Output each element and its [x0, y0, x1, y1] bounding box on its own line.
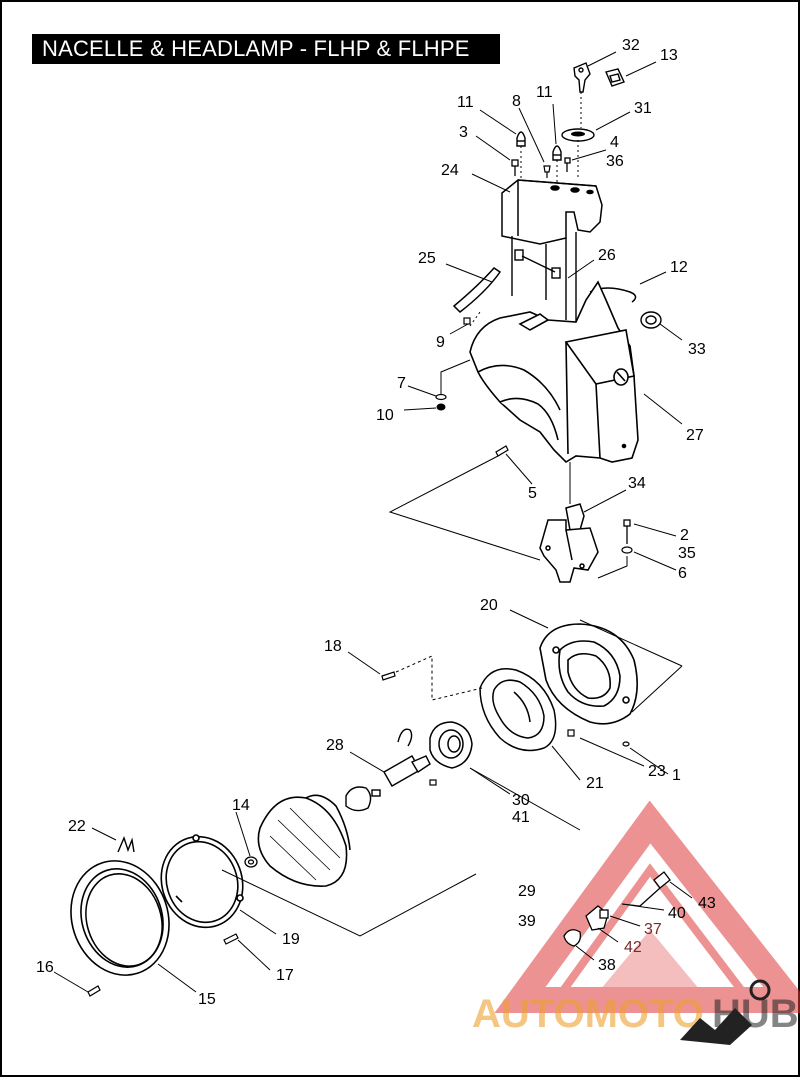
callout-7: 7: [397, 375, 406, 392]
callout-6: 6: [678, 565, 687, 582]
callout-23: 23: [648, 763, 666, 780]
part-17-screw: [223, 933, 239, 945]
housing-alignment-lines: [579, 619, 683, 713]
callout-40: 40: [668, 905, 686, 922]
callout-36: 36: [606, 153, 624, 170]
part-6-washer: [621, 546, 633, 554]
part-16-screw: [87, 985, 101, 997]
callout-28: 28: [326, 737, 344, 754]
part-15-trim-ring: [70, 860, 170, 976]
part-3-screw: [511, 159, 519, 176]
callout-22: 22: [68, 818, 86, 835]
part-43-connector: [639, 871, 671, 907]
callout-9: 9: [436, 334, 445, 351]
part-7-washer: [435, 393, 447, 401]
callout-43: 43: [698, 895, 716, 912]
part-36-screw: [564, 157, 571, 172]
part-8-washer: [543, 165, 551, 178]
callout-26: 26: [598, 247, 616, 264]
callout-10: 10: [376, 407, 394, 424]
part-25-left-trim: [452, 267, 502, 313]
alignment-lines-upper: [520, 92, 582, 185]
callout-31: 31: [634, 100, 652, 117]
part-11-acorn-nut-right: [552, 145, 562, 161]
callout-25: 25: [418, 250, 436, 267]
callout-33: 33: [688, 341, 706, 358]
callout-21: 21: [586, 775, 604, 792]
callout-32: 32: [622, 37, 640, 54]
callout-34: 34: [628, 475, 646, 492]
part-24-upper-bracket: [501, 179, 603, 245]
callout-16: 16: [36, 959, 54, 976]
screw-18-dashed-path: [395, 655, 483, 701]
callout-42: 42: [624, 939, 642, 956]
part-32-key: [573, 62, 591, 93]
callout-30: 30: [512, 792, 530, 809]
watermark-text-automoto: AUTOMOTO: [472, 992, 704, 1036]
part-22-spring: [117, 836, 135, 853]
callout-39: 39: [518, 913, 536, 930]
part-13-clip: [605, 68, 625, 87]
lens-bracket-lines: [221, 767, 581, 937]
part-21-mounting-ring: [479, 668, 557, 752]
callout-13: 13: [660, 47, 678, 64]
part-19-retaining-ring: [160, 834, 244, 929]
callout-38: 38: [598, 957, 616, 974]
part-30-bulb-retainer: [429, 721, 473, 769]
part-small-screw: [429, 779, 437, 786]
callout-12: 12: [670, 259, 688, 276]
callout-27: 27: [686, 427, 704, 444]
callout-35: 35: [678, 545, 696, 562]
callout-17: 17: [276, 967, 294, 984]
part-29-headlamp-lens: [257, 794, 351, 887]
part-11-acorn-nut-left: [516, 131, 526, 147]
part-28-bulb: [345, 728, 431, 812]
part-42-socket: [585, 905, 609, 931]
part-1-washer: [622, 741, 630, 747]
callout-18: 18: [324, 638, 342, 655]
callout-19: 19: [282, 931, 300, 948]
part-14-nut: [244, 856, 258, 868]
callout-20: 20: [480, 597, 498, 614]
callout-29: 29: [518, 883, 536, 900]
part-23-screw: [567, 729, 575, 737]
part-34-lower-bracket: [539, 503, 599, 583]
part-31-grommet: [561, 128, 595, 142]
callout-leader-lines: [53, 51, 693, 993]
watermark-gear-icon: [680, 979, 771, 1045]
bracket-connection-lines: [388, 455, 628, 579]
callout-41: 41: [512, 809, 530, 826]
part-5-screw: [495, 445, 509, 457]
callout-1: 1: [672, 767, 681, 784]
callout-8: 8: [512, 93, 521, 110]
part-9-bolt: [463, 317, 471, 325]
callout-5: 5: [528, 485, 537, 502]
callout-3: 3: [459, 124, 468, 141]
part-20-headlamp-housing: [539, 623, 638, 725]
part-18-screw: [381, 671, 396, 681]
part-27-nacelle: [469, 280, 639, 464]
callout-37: 37: [644, 921, 662, 938]
diagram-title: NACELLE & HEADLAMP - FLHP & FLHPE: [32, 34, 500, 64]
callout-11: 11: [536, 84, 553, 101]
callout-11: 11: [457, 94, 474, 111]
callout-4: 4: [610, 134, 619, 151]
part-38-lamp-bulb: [563, 929, 582, 947]
alignment-lines-mid: [440, 311, 481, 394]
callout-14: 14: [232, 797, 250, 814]
callout-2: 2: [680, 527, 689, 544]
part-10-nut: [436, 403, 446, 411]
fork-tube-outlines: [511, 232, 577, 322]
callout-24: 24: [441, 162, 459, 179]
watermark-logo: [494, 800, 800, 1013]
callout-15: 15: [198, 991, 216, 1008]
part-33-cap: [640, 311, 662, 329]
part-2-bolt: [623, 519, 631, 544]
